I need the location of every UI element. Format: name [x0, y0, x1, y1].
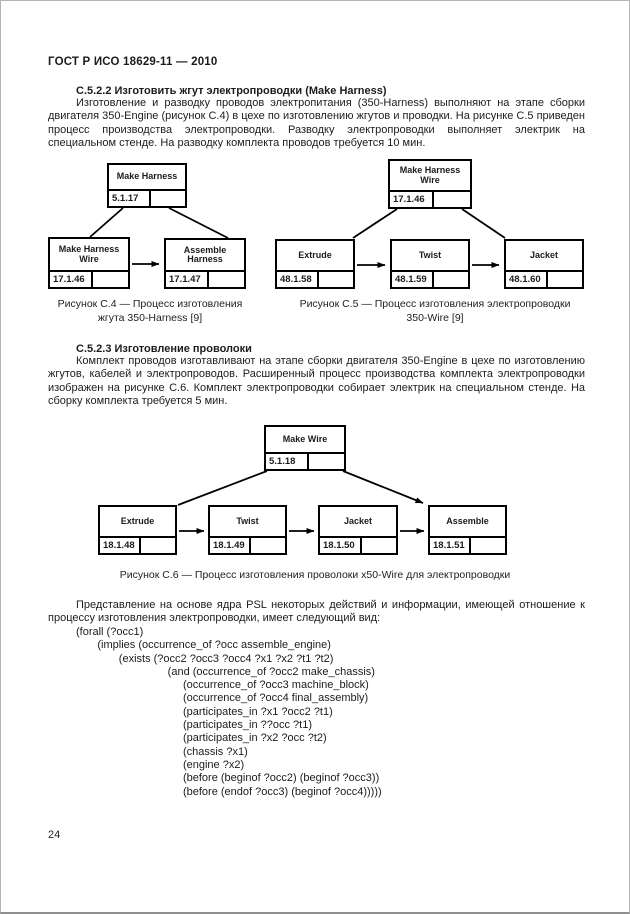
activity-number-strip: 18.1.50 — [320, 536, 396, 553]
activity-number-strip: 5.1.17 — [109, 189, 185, 206]
activity-number-blank-cell — [209, 272, 244, 287]
activity-number: 18.1.48 — [100, 538, 142, 553]
paragraph-psl-intro: Представление на основе ядра PSL некотор… — [48, 599, 585, 625]
paragraph-c522: Изготовление и разводку проводов электро… — [48, 97, 585, 150]
activity-number-strip: 17.1.46 — [390, 190, 470, 207]
activity-number: 18.1.51 — [430, 538, 472, 553]
activity-box-make-harness-wire-c5: Make Harness Wire 17.1.46 — [388, 159, 472, 209]
activity-number: 18.1.50 — [320, 538, 362, 553]
activity-box-twist-c6: Twist 18.1.49 — [208, 505, 287, 555]
activity-number: 48.1.58 — [277, 272, 319, 287]
activity-box-extrude-c5: Extrude 48.1.58 — [275, 239, 355, 289]
activity-number: 17.1.46 — [390, 192, 434, 207]
activity-number-strip: 18.1.51 — [430, 536, 505, 553]
activity-number-strip: 17.1.46 — [50, 270, 128, 287]
activity-box-jacket-c5: Jacket 48.1.60 — [504, 239, 584, 289]
section-heading-c523: С.5.2.3 Изготовление проволоки — [76, 343, 252, 355]
activity-number-blank-cell — [309, 454, 344, 469]
activity-number-blank-cell — [434, 192, 470, 207]
activity-box-assemble-harness: Assemble Harness 17.1.47 — [164, 238, 246, 289]
activity-number: 5.1.18 — [266, 454, 309, 469]
activity-label: Make Harness Wire — [58, 244, 120, 264]
activity-number: 18.1.49 — [210, 538, 252, 553]
activity-number-blank-cell — [151, 191, 185, 206]
section-heading-c522: С.5.2.2 Изготовить жгут электропроводки … — [76, 85, 387, 97]
activity-label: Make Harness — [116, 171, 178, 182]
figure-c4-caption: Рисунок С.4 — Процесс изготовления жгута… — [39, 297, 261, 325]
activity-box-make-wire: Make Wire 5.1.18 — [264, 425, 346, 471]
figure-c4-caption-line1: Рисунок С.4 — Процесс изготовления — [57, 298, 243, 310]
activity-number-strip: 48.1.59 — [392, 270, 468, 287]
activity-label: Twist — [236, 515, 259, 526]
activity-label: Jacket — [343, 515, 373, 526]
activity-number-strip: 18.1.48 — [100, 536, 175, 553]
activity-number: 17.1.47 — [166, 272, 209, 287]
activity-box-assemble-c6: Assemble 18.1.51 — [428, 505, 507, 555]
activity-box-jacket-c6: Jacket 18.1.50 — [318, 505, 398, 555]
activity-label: Make Wire — [282, 433, 328, 444]
figure-c5-caption: Рисунок С.5 — Процесс изготовления элект… — [273, 297, 597, 325]
activity-label: Jacket — [529, 249, 559, 260]
activity-box-make-harness-wire: Make Harness Wire 17.1.46 — [48, 237, 130, 289]
activity-number-strip: 18.1.49 — [210, 536, 285, 553]
activity-label: Extrude — [120, 515, 155, 526]
activity-number: 5.1.17 — [109, 191, 151, 206]
activity-number-blank-cell — [93, 272, 128, 287]
activity-number-blank-cell — [251, 538, 285, 553]
activity-label: Extrude — [298, 249, 332, 260]
activity-number-blank-cell — [471, 538, 505, 553]
activity-number-blank-cell — [319, 272, 353, 287]
activity-number-blank-cell — [141, 538, 175, 553]
activity-box-extrude-c6: Extrude 18.1.48 — [98, 505, 177, 555]
figure-c6-caption: Рисунок С.6 — Процесс изготовления прово… — [119, 569, 511, 581]
activity-number-strip: 48.1.58 — [277, 270, 353, 287]
activity-number: 48.1.59 — [392, 272, 434, 287]
activity-number: 17.1.46 — [50, 272, 93, 287]
activity-number-blank-cell — [548, 272, 582, 287]
activity-number-blank-cell — [362, 538, 396, 553]
page-number: 24 — [48, 829, 61, 841]
activity-number-strip: 48.1.60 — [506, 270, 582, 287]
figure-c4-caption-line2: жгута 350-Harness [9] — [97, 312, 203, 324]
figure-c5-caption-line2: 350-Wire [9] — [406, 312, 464, 324]
activity-label: Make Harness Wire — [399, 165, 461, 185]
activity-box-twist-c5: Twist 48.1.59 — [390, 239, 470, 289]
activity-label: Assemble Harness — [183, 244, 227, 264]
paragraph-c523: Комплект проводов изготавливают на этапе… — [48, 355, 585, 408]
psl-code-block: (forall (?occ1) (implies (occurrence_of … — [76, 626, 382, 798]
document-title-header: ГОСТ Р ИСО 18629-11 — 2010 — [48, 56, 218, 68]
activity-label: Twist — [418, 249, 442, 260]
activity-number-blank-cell — [434, 272, 468, 287]
figure-c5-caption-line1: Рисунок С.5 — Процесс изготовления элект… — [299, 298, 571, 310]
activity-number: 48.1.60 — [506, 272, 548, 287]
activity-box-make-harness: Make Harness 5.1.17 — [107, 163, 187, 208]
activity-number-strip: 17.1.47 — [166, 270, 244, 287]
activity-number-strip: 5.1.18 — [266, 452, 344, 469]
activity-label: Assemble — [446, 515, 489, 526]
